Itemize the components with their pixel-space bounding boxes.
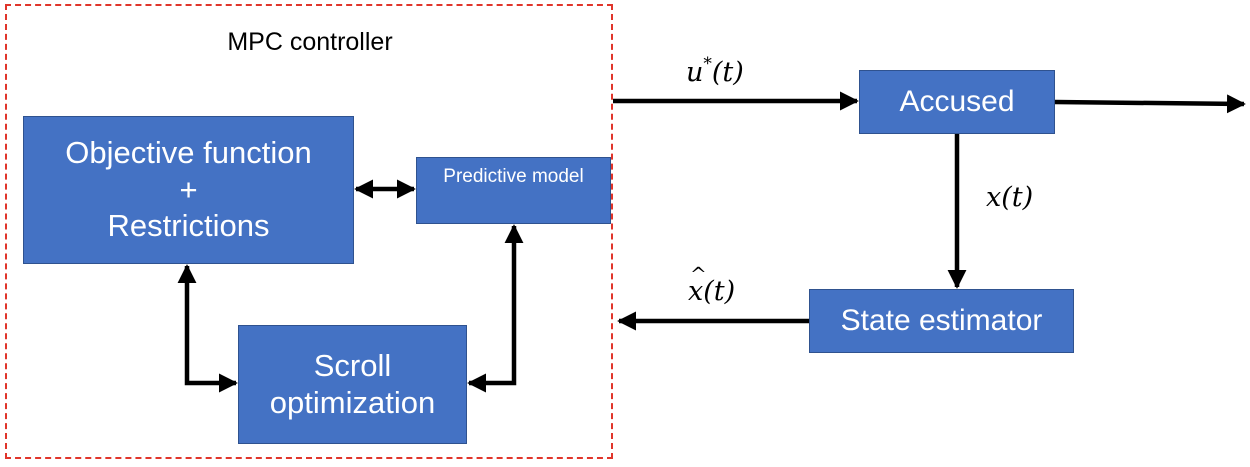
- scroll-optimization-block: Scroll optimization: [238, 325, 467, 444]
- objective-function-label: Objective function: [65, 135, 312, 171]
- predictive-model-block: Predictive model: [416, 157, 611, 224]
- predictive-model-label: Predictive model: [443, 166, 584, 187]
- u-symbol: u: [686, 57, 704, 88]
- u-arg: (t): [711, 57, 744, 88]
- restrictions-label: Restrictions: [107, 208, 270, 244]
- state-estimator-block: State estimator: [809, 289, 1074, 353]
- estimated-state-label: x(t): [688, 262, 736, 307]
- arrow-accused-output: [1054, 94, 1246, 114]
- arrow-objective-scroll: [177, 264, 238, 393]
- state-estimator-label: State estimator: [840, 304, 1043, 338]
- plus-label: +: [179, 171, 198, 207]
- state-signal-label: x(t): [986, 182, 1034, 213]
- accused-block: Accused: [859, 70, 1055, 134]
- scroll-label: Scroll: [313, 347, 392, 383]
- xhat-arg: (t): [703, 276, 736, 307]
- control-signal-label: u*(t): [686, 54, 744, 88]
- accused-label: Accused: [899, 85, 1015, 119]
- mpc-controller-title: MPC controller: [227, 28, 393, 56]
- mpc-controller-boundary: [5, 4, 613, 459]
- xhat-symbol: x: [688, 262, 707, 307]
- optimization-label: optimization: [269, 384, 436, 420]
- objective-function-block: Objective function + Restrictions: [23, 116, 354, 264]
- u-superscript: *: [703, 54, 712, 74]
- arrow-scroll-predictive: [467, 224, 524, 393]
